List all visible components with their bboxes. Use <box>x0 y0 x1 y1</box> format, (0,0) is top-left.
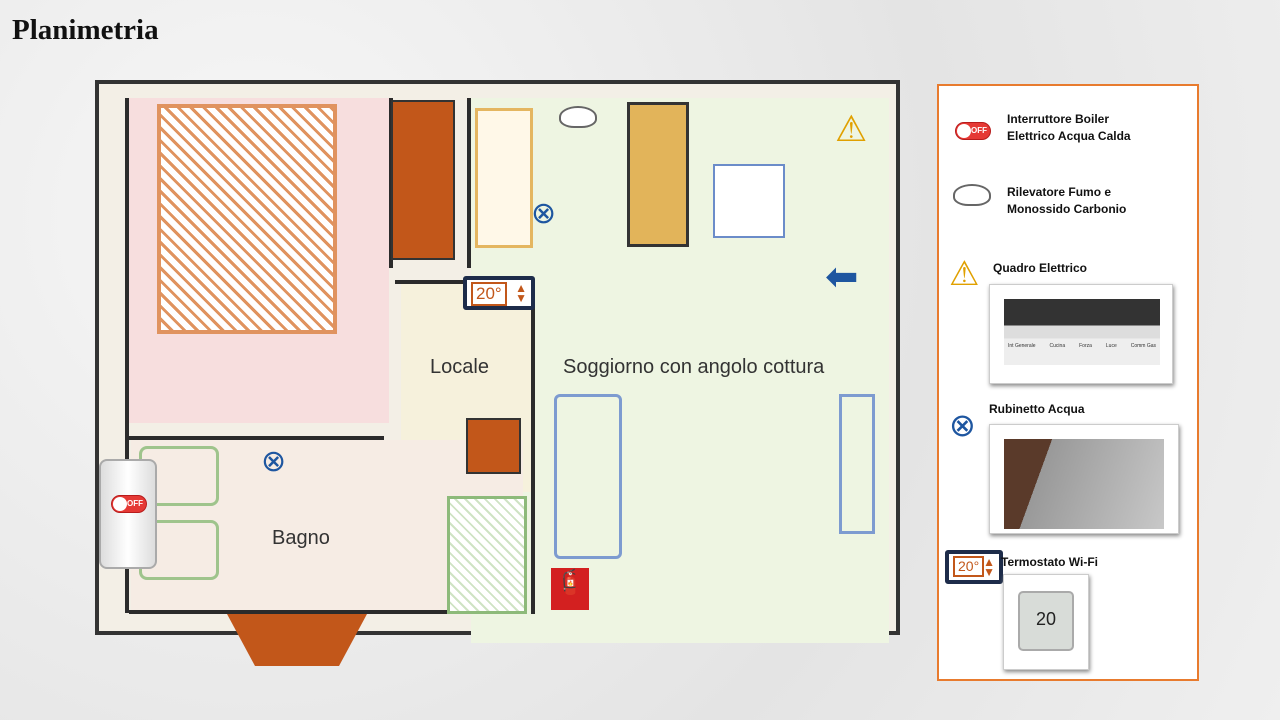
wall <box>125 98 129 613</box>
fridge <box>627 102 689 247</box>
thermostat-value: 20° <box>471 282 507 306</box>
fire-extinguisher-icon: 🧯 <box>551 568 589 610</box>
water-valve-icon[interactable]: ⊗ <box>531 197 557 230</box>
boiler-toggle[interactable]: OFF <box>111 495 147 513</box>
room-label-soggiorno: Soggiorno con angolo cottura <box>563 356 825 378</box>
legend-label: Rilevatore Fumo e Monossido Carbonio <box>1007 185 1127 216</box>
valve-image <box>1004 439 1164 529</box>
bed <box>157 104 337 334</box>
breaker-label: Int Generale <box>1008 343 1036 349</box>
legend-label: Rubinetto Acqua <box>989 402 1085 416</box>
floor-plan: 🧯 ⚠ ⬅ ⊗ ⊗ 20° ▲▼ OFF Locale Soggiorno con… <box>95 80 900 666</box>
breaker-label: Forza <box>1079 343 1092 349</box>
legend-panel: OFF Interruttore Boiler Elettrico Acqua … <box>937 84 1199 681</box>
water-valve-photo <box>989 424 1179 534</box>
dining-table <box>713 164 785 238</box>
thermostat-icon: 20°▲▼ <box>945 550 1003 584</box>
toggle-off-icon: OFF <box>955 122 991 140</box>
wall <box>531 284 535 614</box>
up-down-icon: ▲▼ <box>515 281 527 305</box>
room-label-locale: Locale <box>430 356 489 378</box>
sofa <box>554 394 622 559</box>
thermostat-widget[interactable]: 20° ▲▼ <box>463 276 535 310</box>
up-down-icon: ▲▼ <box>983 555 995 579</box>
water-valve-icon[interactable]: ⊗ <box>261 445 287 478</box>
page-title: Planimetria <box>12 14 159 46</box>
electric-hazard-icon[interactable]: ⚠ <box>835 108 868 149</box>
shower <box>447 496 527 614</box>
panel-image: Int Generale Cucina Forza Luce Comm Gas <box>1004 299 1160 365</box>
smoke-detector-icon[interactable] <box>559 106 597 128</box>
electric-hazard-icon: ⚠ <box>949 255 980 293</box>
legend-label: Quadro Elettrico <box>993 261 1088 275</box>
smoke-detector-icon <box>953 184 991 206</box>
tv-unit <box>839 394 875 534</box>
wardrobe <box>391 100 455 260</box>
thermostat-value: 20° <box>953 556 985 577</box>
breaker-label: Cucina <box>1049 343 1066 349</box>
room-label-bagno: Bagno <box>272 527 330 549</box>
water-valve-icon: ⊗ <box>949 407 976 443</box>
bay-window <box>227 614 367 666</box>
arrow-left-icon: ⬅ <box>825 255 859 299</box>
thermostat-display: 20 <box>1018 591 1074 651</box>
breaker-label: Luce <box>1105 343 1117 349</box>
water-heater: OFF <box>99 459 157 569</box>
legend-label: Termostato Wi-Fi <box>1001 555 1099 569</box>
kitchen-counter <box>475 108 533 248</box>
wall <box>129 610 523 614</box>
thermostat-photo: 20 <box>1003 574 1089 670</box>
wall <box>129 436 384 440</box>
wall <box>467 98 471 268</box>
electric-panel-photo: Int Generale Cucina Forza Luce Comm Gas <box>989 284 1173 384</box>
legend-label: Interruttore Boiler Elettrico Acqua Cald… <box>1007 112 1131 143</box>
breaker-label: Comm Gas <box>1130 343 1157 349</box>
cabinet <box>466 418 521 474</box>
